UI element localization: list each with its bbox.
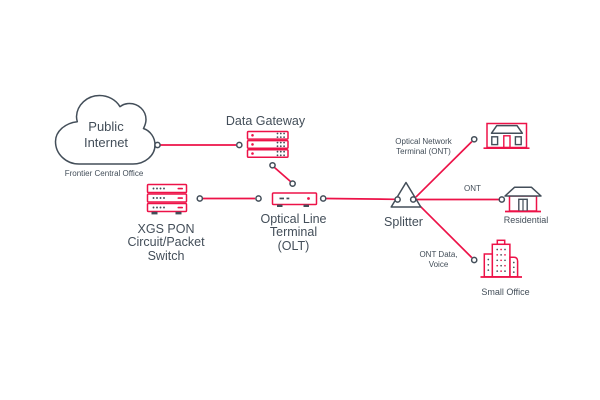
connector-dot-icon <box>470 135 478 143</box>
connector-dot-icon <box>269 161 276 169</box>
cloud-icon <box>54 94 156 165</box>
small-office-label: Small Office <box>481 286 530 297</box>
olt-device-icon <box>271 192 318 207</box>
office-building-icon <box>483 122 530 150</box>
connection-lines <box>160 140 499 259</box>
central-office-caption: Frontier Central Office <box>64 169 144 178</box>
residential-label: Residential <box>503 214 549 225</box>
server-stack-icon <box>246 130 289 159</box>
splitter-label: Splitter <box>384 215 423 229</box>
data-gateway-label: Data Gateway <box>225 113 306 128</box>
link-splitter-to-small-office <box>415 201 473 259</box>
connector-dot-icon <box>255 195 262 202</box>
link-splitter-to-office <box>415 140 473 198</box>
cloud-label: Public Internet <box>83 119 129 150</box>
connector-dot-icon <box>196 195 204 202</box>
office-link-label: Optical Network Terminal (ONT) <box>395 137 452 156</box>
connector-dot-icon <box>470 256 478 264</box>
splitter-triangle-icon <box>390 181 422 208</box>
connector-dots <box>154 135 506 264</box>
connector-dot-icon <box>409 196 417 203</box>
small-office-building-icon <box>480 239 522 278</box>
connector-dot-icon <box>235 141 243 149</box>
connector-dot-icon <box>289 180 296 187</box>
window-dots <box>487 248 515 273</box>
connector-dot-icon <box>394 196 401 203</box>
house-icon <box>504 186 542 213</box>
switch-stack-icon <box>146 183 188 215</box>
xgs-switch-label: XGS PON Circuit/Packet Switch <box>127 221 205 264</box>
connector-dot-icon <box>154 141 161 149</box>
residential-link-label: ONT <box>464 184 481 193</box>
port-dots <box>152 187 165 209</box>
connector-dot-icon <box>498 196 506 203</box>
connector-dot-icon <box>319 195 327 202</box>
link-olt-to-splitter <box>326 197 395 201</box>
link-gateway-to-olt <box>273 166 292 183</box>
olt-label: Optical Line Terminal (OLT) <box>260 211 327 254</box>
small-office-link-label: ONT Data, Voice <box>419 250 458 269</box>
vent-dots <box>276 132 285 157</box>
